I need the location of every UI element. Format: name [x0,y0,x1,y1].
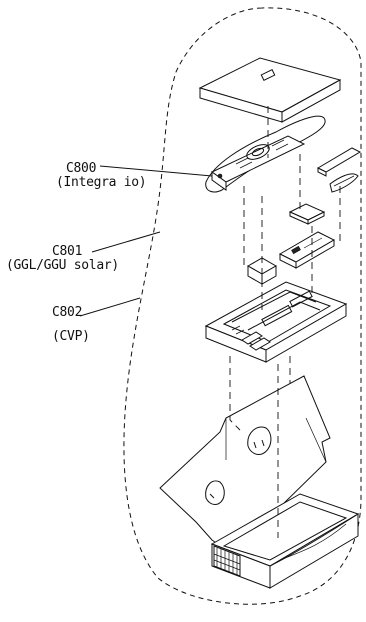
callout-c802: C802 (CVP) [52,306,90,344]
callout-c801-description: (GGL/GGU solar) [6,258,119,273]
printed-sheet [159,375,331,555]
solar-panel-unit [278,231,336,269]
bottom-box [210,493,360,589]
callout-c801: C801 (GGL/GGU solar) [6,244,119,273]
box-barcode-label [213,545,241,577]
callout-c800-description: (Integra io) [56,175,147,190]
square-pad [288,203,326,225]
callout-c800-code: C800 [66,161,97,176]
kit-boundary-outline [123,7,362,605]
callout-c802-code: C802 [52,305,83,320]
callout-c802-description: (CVP) [52,329,90,344]
callout-c800: C800 (Integra io) [56,161,147,190]
top-lid [198,57,342,123]
leader-line-c800 [99,165,213,177]
leader-line-c802 [79,297,141,317]
insert-tray [204,281,348,363]
assembly-guide-lines [229,106,341,538]
solar-strip-parts [316,147,362,193]
callout-c801-code: C801 [52,244,83,259]
leader-line-c801 [91,231,161,253]
remote-control [211,135,306,191]
